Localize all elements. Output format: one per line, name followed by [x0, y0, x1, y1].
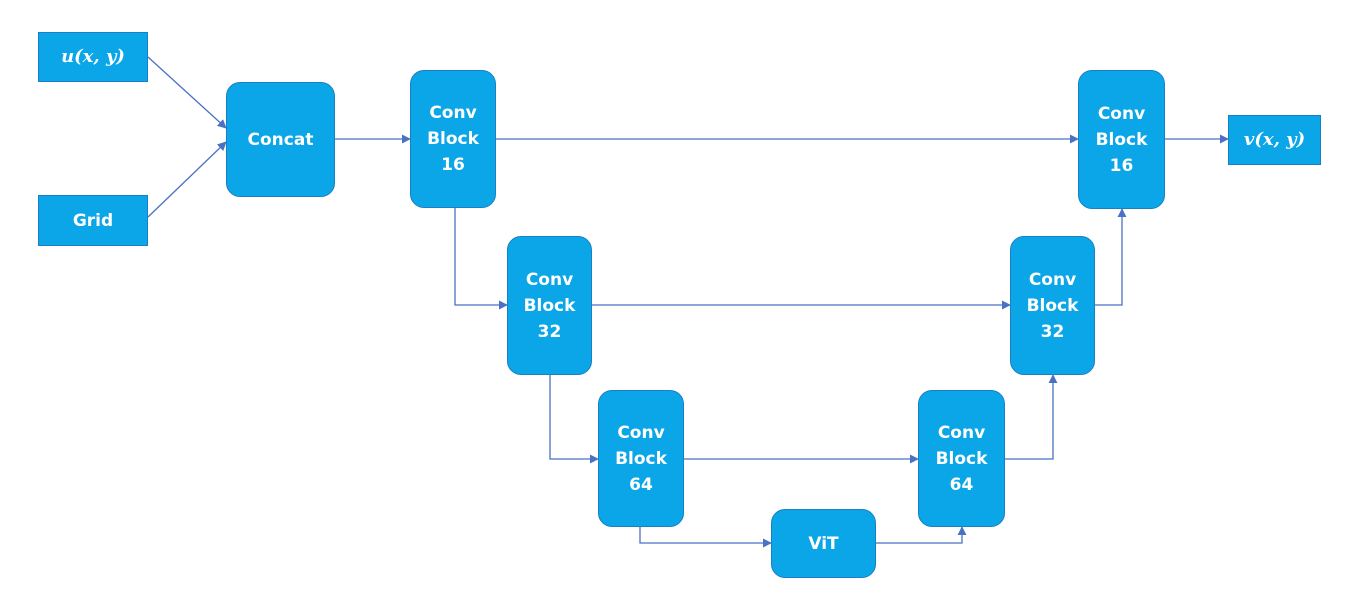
decoder-conv-block-64: Conv Block 64 — [918, 390, 1005, 527]
encoder-conv-block-16: Conv Block 16 — [410, 70, 496, 208]
edge-enc64-to-vit — [639, 527, 772, 548]
concat-block: Concat — [226, 82, 335, 197]
v-output-box: v(x, y) — [1228, 115, 1321, 165]
u-input-box: u(x, y) — [38, 32, 148, 82]
decoder-conv-block-16: Conv Block 16 — [1078, 70, 1165, 209]
edge-enc32-to-enc64 — [549, 375, 599, 464]
edge-dec32-to-dec16 — [1095, 208, 1127, 306]
encoder-conv-block-32: Conv Block 32 — [507, 236, 592, 375]
edge-u-to-concat — [147, 56, 227, 129]
vit-block: ViT — [771, 509, 876, 578]
edge-vit-to-dec64 — [876, 526, 967, 544]
decoder-conv-block-32: Conv Block 32 — [1010, 236, 1095, 375]
edge-grid-to-concat — [147, 141, 227, 218]
encoder-conv-block-64: Conv Block 64 — [598, 390, 684, 527]
edge-dec64-to-dec32 — [1005, 374, 1058, 460]
edge-enc16-to-enc32 — [454, 208, 508, 310]
grid-box: Grid — [38, 195, 148, 246]
